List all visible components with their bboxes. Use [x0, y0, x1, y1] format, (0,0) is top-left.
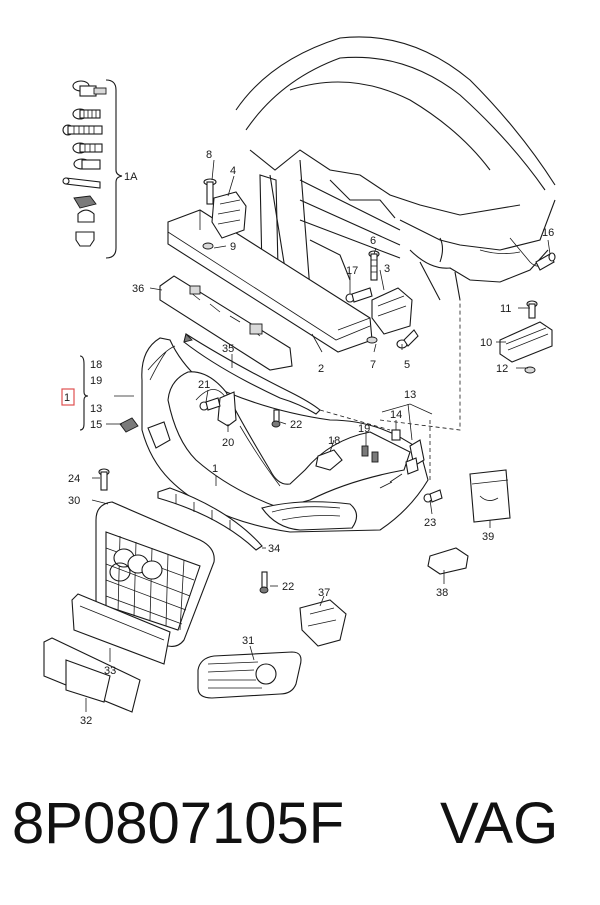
callout-6: 6: [370, 235, 376, 247]
bolt-6: [368, 250, 380, 281]
clip-14: [391, 429, 401, 441]
callout-13-right: 13: [404, 389, 416, 401]
callout-38: 38: [436, 587, 448, 599]
callout-13-left: 13: [90, 403, 102, 415]
callout-30: 30: [68, 495, 80, 507]
leader-lines: [79, 159, 551, 712]
callout-9: 9: [230, 241, 236, 253]
bolt-24: [98, 468, 110, 491]
spring-clip-7: [73, 195, 97, 209]
bolt-12: [524, 366, 536, 374]
callout-17: 17: [346, 265, 358, 277]
callout-4: 4: [230, 165, 236, 177]
callout-24: 24: [68, 473, 80, 485]
nut-7: [366, 336, 378, 344]
callout-33: 33: [104, 665, 116, 677]
bumper-reinforcement-beam: [167, 209, 373, 353]
car-body-outline: [235, 36, 556, 301]
bracket-20: [217, 391, 237, 427]
callout-20: 20: [222, 437, 234, 449]
bolt-22-upper: [271, 409, 281, 428]
callout-18-right: 18: [328, 435, 340, 447]
callout-5: 5: [404, 359, 410, 371]
callout-22-upper: 22: [290, 419, 302, 431]
callout-8: 8: [206, 149, 212, 161]
callout-19-right: 19: [358, 423, 370, 435]
highlight-box: [61, 388, 75, 406]
brand-label: VAG: [440, 791, 559, 856]
callout-2: 2: [318, 363, 324, 375]
callout-19-left: 19: [90, 375, 102, 387]
cap-15: [119, 417, 139, 433]
clip-19: [361, 445, 379, 463]
callout-37: 37: [318, 587, 330, 599]
mount-bracket-left: [211, 191, 247, 239]
nut-9: [202, 242, 214, 250]
license-plate-bracket-32: [43, 637, 141, 713]
callout-22-lower: 22: [282, 581, 294, 593]
bolt-22-lower: [259, 571, 269, 594]
exploded-parts-diagram: 1A: [43, 36, 556, 727]
callout-21: 21: [198, 379, 210, 391]
bracket-37: [299, 599, 347, 647]
callout-7: 7: [370, 359, 376, 371]
mount-bracket-right: [371, 287, 413, 335]
bolt-screw-4: [72, 142, 103, 154]
bolt-17: [345, 287, 373, 303]
callout-14: 14: [390, 409, 402, 421]
bolt-5: [396, 329, 419, 349]
bolt-21: [199, 397, 221, 411]
bolt-flange-5: [73, 158, 101, 170]
bolt-screw-3: [62, 124, 103, 136]
fog-lamp-grille-31: [197, 651, 302, 699]
callout-34: 34: [268, 543, 280, 555]
callout-labels: 8 4 9 6 17 3 16 11 10 12 36 35 2 7 5 18 …: [64, 149, 554, 727]
bracket-38: [427, 547, 469, 575]
bolt-screw-2: [72, 108, 101, 120]
callout-35: 35: [222, 343, 234, 355]
radiator-grille-30: [95, 501, 215, 647]
bolt-16: [535, 252, 556, 271]
lower-strip-34: [157, 487, 263, 551]
callout-11: 11: [500, 303, 511, 315]
clip-8: [77, 209, 95, 223]
upper-trim-strip-35: [183, 333, 321, 415]
bracket-10: [499, 321, 553, 363]
callout-1a: 1A: [124, 171, 138, 183]
callout-1-boxed: 1: [64, 392, 70, 404]
expansion-nut-9: [75, 231, 95, 247]
callout-39: 39: [482, 531, 494, 543]
reference-lines: [319, 300, 461, 480]
group-bracket: [105, 79, 123, 259]
callout-10: 10: [480, 337, 492, 349]
callout-36: 36: [132, 283, 144, 295]
repair-kit-bag-39: [469, 469, 511, 523]
caption: 8P0807105F VAG: [12, 790, 588, 870]
callout-15: 15: [90, 419, 102, 431]
callout-3: 3: [384, 263, 390, 275]
callout-32: 32: [80, 715, 92, 727]
callout-16: 16: [542, 227, 554, 239]
bumper-guide-bracket-36: [159, 275, 293, 371]
callout-1-cover: 1: [212, 463, 218, 475]
bracket-13: [405, 439, 425, 475]
bolt-flange-1: [72, 80, 107, 97]
bolt-11: [526, 300, 538, 319]
fastener-group-1a: 1A: [62, 79, 138, 259]
cover-cap-18: [315, 449, 343, 471]
callout-12: 12: [496, 363, 508, 375]
callout-31: 31: [242, 635, 254, 647]
trim-strip-33: [71, 593, 171, 665]
bolt-8: [203, 178, 217, 205]
push-pin-6: [62, 177, 101, 189]
callout-23: 23: [424, 517, 436, 529]
part-number: 8P0807105F: [12, 791, 345, 856]
callout-18-left: 18: [90, 359, 102, 371]
bolt-23: [423, 489, 443, 503]
